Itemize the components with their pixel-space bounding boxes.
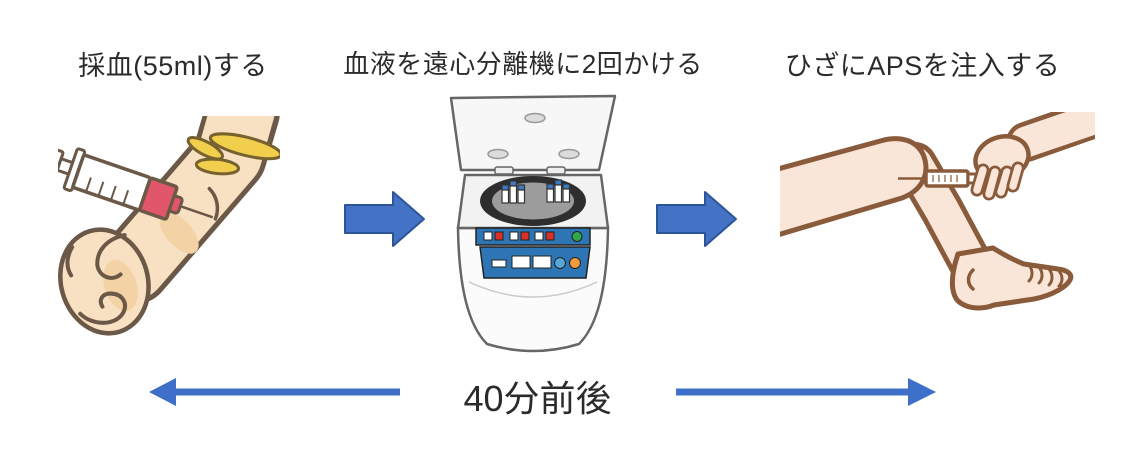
hand-icon: [970, 112, 1095, 201]
step-label-blood-draw: 採血(55ml)する: [78, 51, 268, 81]
blood-tubes-icon: [501, 179, 571, 204]
arm-syringe-icon: [58, 116, 280, 336]
syringe-icon: [58, 147, 214, 221]
knee-injection-illustration: [780, 112, 1095, 322]
step-label-injection: ひざにAPSを注入する: [784, 51, 1061, 81]
foot-icon: [949, 245, 1074, 311]
timeline-arrow-left-icon: [146, 375, 404, 409]
step-label-centrifuge: 血液を遠心分離機に2回かける: [343, 49, 703, 79]
flow-arrow-right-icon: [344, 188, 426, 250]
flow-arrow-right-icon: [656, 188, 738, 250]
centrifuge-lid-icon: [449, 94, 617, 175]
knee-injection-icon: [780, 112, 1095, 311]
control-panel-icon: [475, 227, 591, 279]
arm-icon: [96, 116, 280, 305]
thigh-icon: [780, 136, 929, 237]
timeline-arrow-right-icon: [672, 375, 940, 409]
fist-icon: [58, 227, 151, 336]
duration-label: 40分前後: [463, 378, 612, 419]
tourniquet-icon: [186, 132, 280, 176]
blood-draw-illustration: [58, 116, 280, 343]
centrifuge-illustration: [443, 90, 623, 362]
centrifuge-icon: [449, 94, 617, 353]
